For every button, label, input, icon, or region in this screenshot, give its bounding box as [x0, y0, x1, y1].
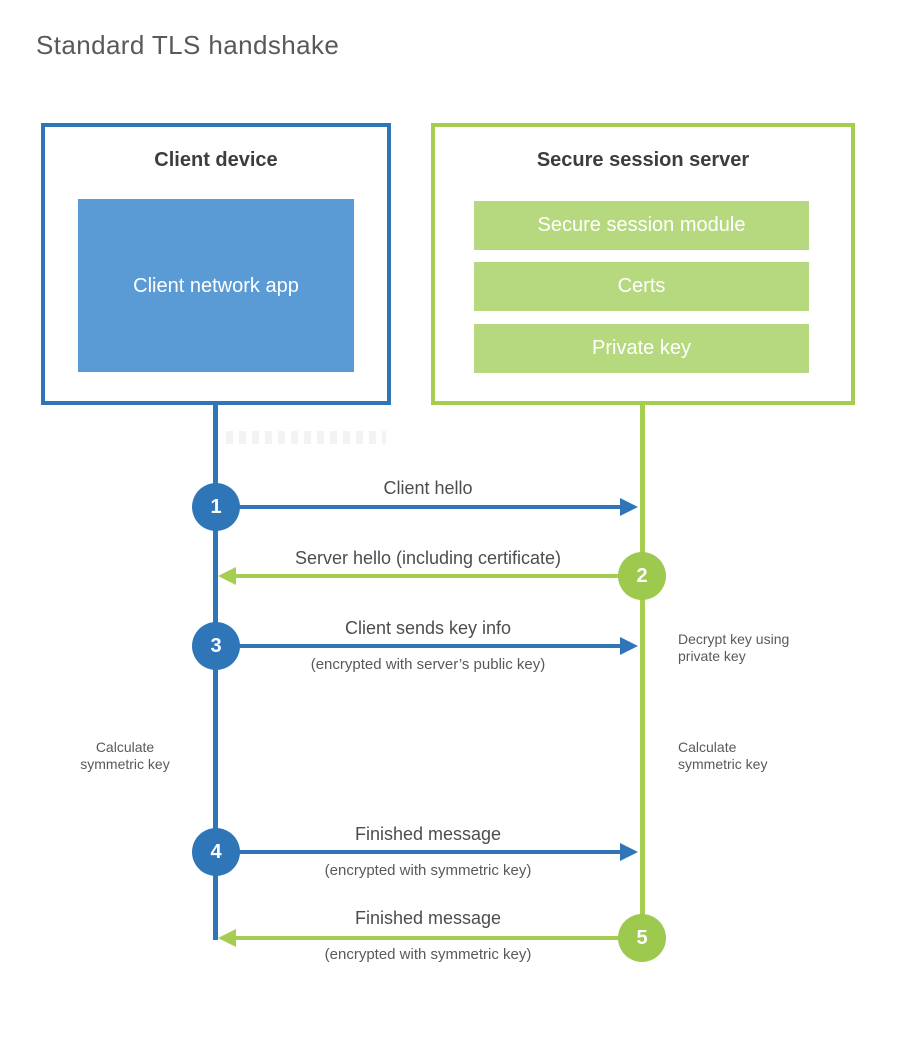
note-calculate-symmetric-key-server: Calculate symmetric key — [678, 739, 768, 772]
message-5-arrowhead-left-icon — [218, 929, 236, 947]
message-4-arrowhead-right-icon — [620, 843, 638, 861]
message-5-label: Finished message — [354, 908, 502, 928]
note-decrypt-key: Decrypt key using private key — [678, 631, 790, 664]
step-circle-2: 2 — [618, 552, 666, 600]
message-3-line — [216, 644, 622, 648]
message-4-label: Finished message — [354, 824, 502, 844]
server-lifeline — [640, 403, 645, 938]
message-1-line — [216, 505, 622, 509]
secure-session-server-title: Secure session server — [536, 149, 750, 171]
server-module-private-key: Private key — [474, 324, 809, 373]
message-2-label: Server hello (including certificate) — [294, 548, 562, 568]
message-3-sublabel: (encrypted with server’s public key) — [310, 656, 546, 673]
client-network-app-box: Client network app — [78, 199, 354, 372]
message-4-sublabel: (encrypted with symmetric key) — [324, 862, 532, 879]
message-3-arrowhead-right-icon — [620, 637, 638, 655]
step-circle-1: 1 — [192, 483, 240, 531]
message-4-line — [216, 850, 622, 854]
client-lifeline — [213, 403, 218, 940]
step-circle-4: 4 — [192, 828, 240, 876]
message-3-label: Client sends key info — [344, 618, 512, 638]
message-2-arrowhead-left-icon — [218, 567, 236, 585]
message-5-sublabel: (encrypted with symmetric key) — [324, 946, 532, 963]
message-2-line — [232, 574, 642, 578]
server-module-secure-session: Secure session module — [474, 201, 809, 250]
page-title: Standard TLS handshake — [36, 30, 340, 60]
message-5-line — [232, 936, 642, 940]
client-device-title: Client device — [154, 149, 278, 171]
client-network-app-label: Client network app — [133, 274, 299, 297]
message-1-label: Client hello — [383, 478, 473, 498]
step-circle-3: 3 — [192, 622, 240, 670]
server-module-certs: Certs — [474, 262, 809, 311]
message-1-arrowhead-right-icon — [620, 498, 638, 516]
faint-dashed-line — [226, 431, 386, 444]
step-circle-5: 5 — [618, 914, 666, 962]
note-calculate-symmetric-key-client: Calculate symmetric key — [80, 739, 170, 772]
